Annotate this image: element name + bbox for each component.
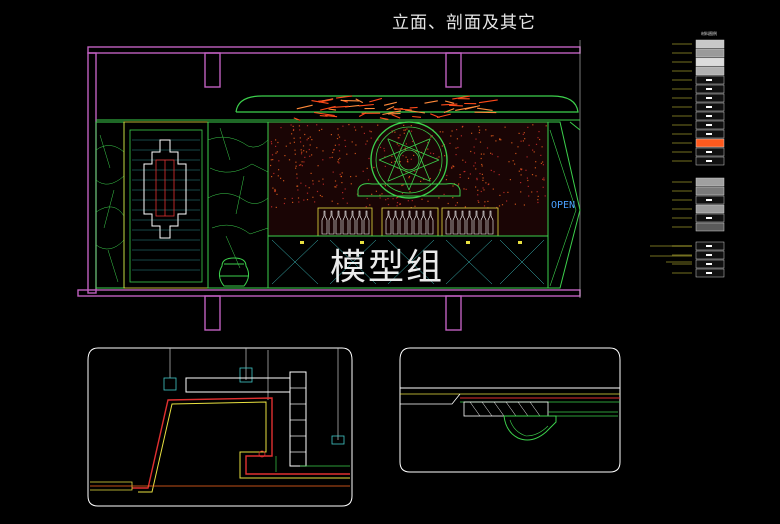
legend-swatch bbox=[696, 223, 724, 231]
legend-swatch bbox=[696, 40, 724, 48]
open-sign: OPEN bbox=[551, 200, 575, 211]
legend-swatch bbox=[696, 58, 724, 66]
legend-swatch bbox=[696, 49, 724, 57]
legend-swatch bbox=[696, 178, 724, 186]
legend-swatch bbox=[696, 205, 724, 213]
legend-swatch bbox=[696, 139, 724, 147]
legend-title: 材料图例 bbox=[701, 31, 717, 37]
watermark-text: 模型组 bbox=[330, 238, 444, 290]
feature-wall bbox=[268, 122, 548, 236]
legend-swatch bbox=[696, 187, 724, 195]
drawing-title: 立面、剖面及其它 bbox=[392, 8, 536, 33]
legend-swatch bbox=[696, 67, 724, 75]
